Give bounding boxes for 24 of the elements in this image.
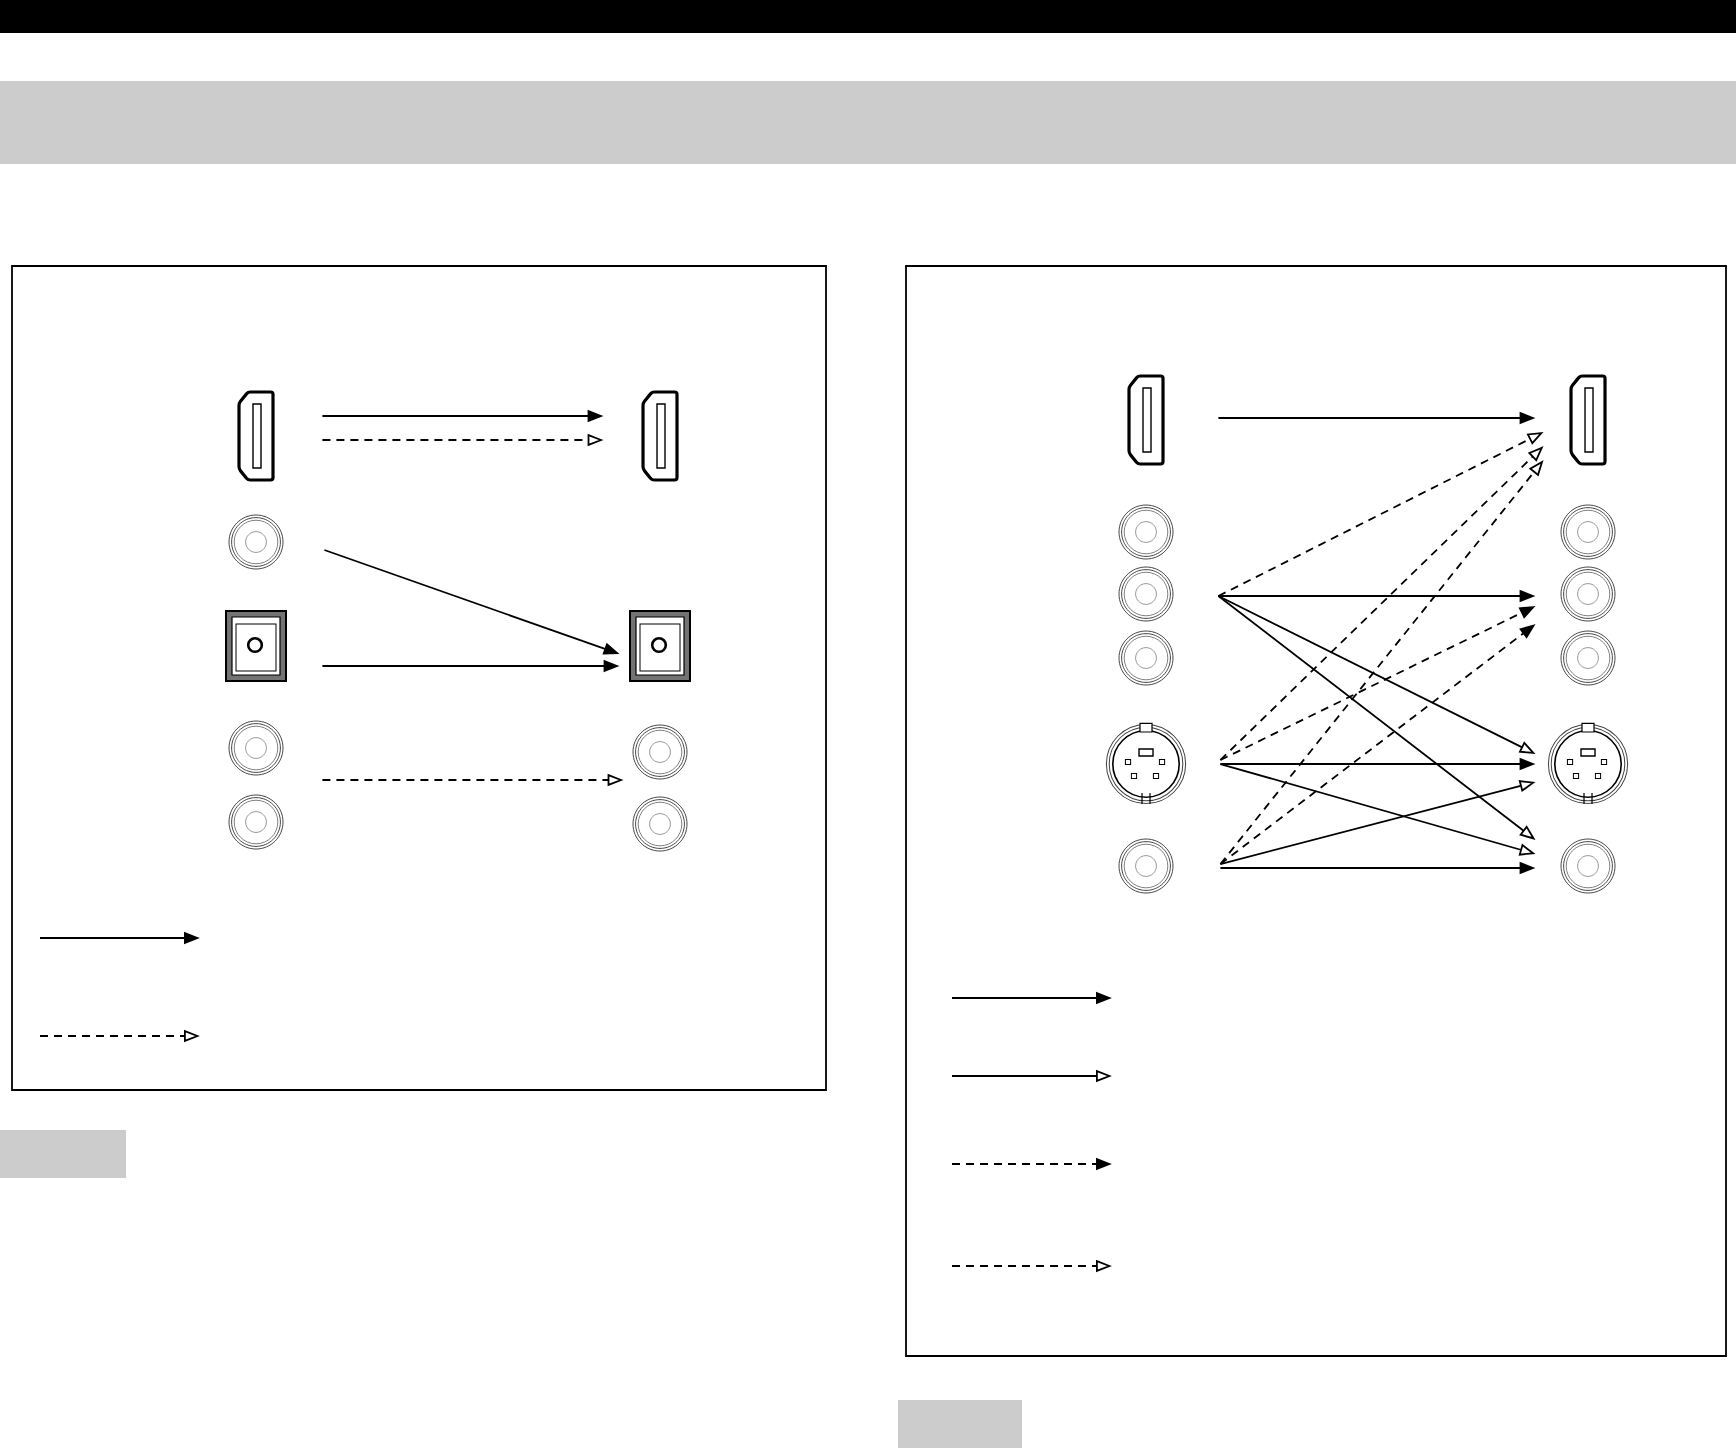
rca-jack [228, 514, 284, 570]
hdmi-jack [641, 390, 679, 482]
hdmi-jack [1127, 374, 1165, 466]
rca-jack [228, 720, 284, 776]
rca-jack [632, 724, 688, 780]
optical-jack [629, 610, 691, 682]
panel-frame [11, 265, 827, 1091]
s-video-jack [1105, 722, 1187, 805]
rca-jack [1560, 566, 1616, 622]
hdmi-jack [237, 390, 275, 482]
rca-jack [1560, 504, 1616, 560]
rca-jack [632, 796, 688, 852]
hdmi-jack [1569, 374, 1607, 466]
rca-jack [1118, 504, 1174, 560]
rca-jack [1560, 630, 1616, 686]
rca-jack [1560, 838, 1616, 894]
rca-jack [1118, 566, 1174, 622]
panel-frame [905, 265, 1727, 1357]
s-video-jack [1547, 722, 1629, 805]
rca-jack [1118, 630, 1174, 686]
section-band [0, 81, 1736, 164]
rca-jack [228, 794, 284, 850]
rca-jack [1118, 838, 1174, 894]
optical-jack [225, 610, 287, 682]
